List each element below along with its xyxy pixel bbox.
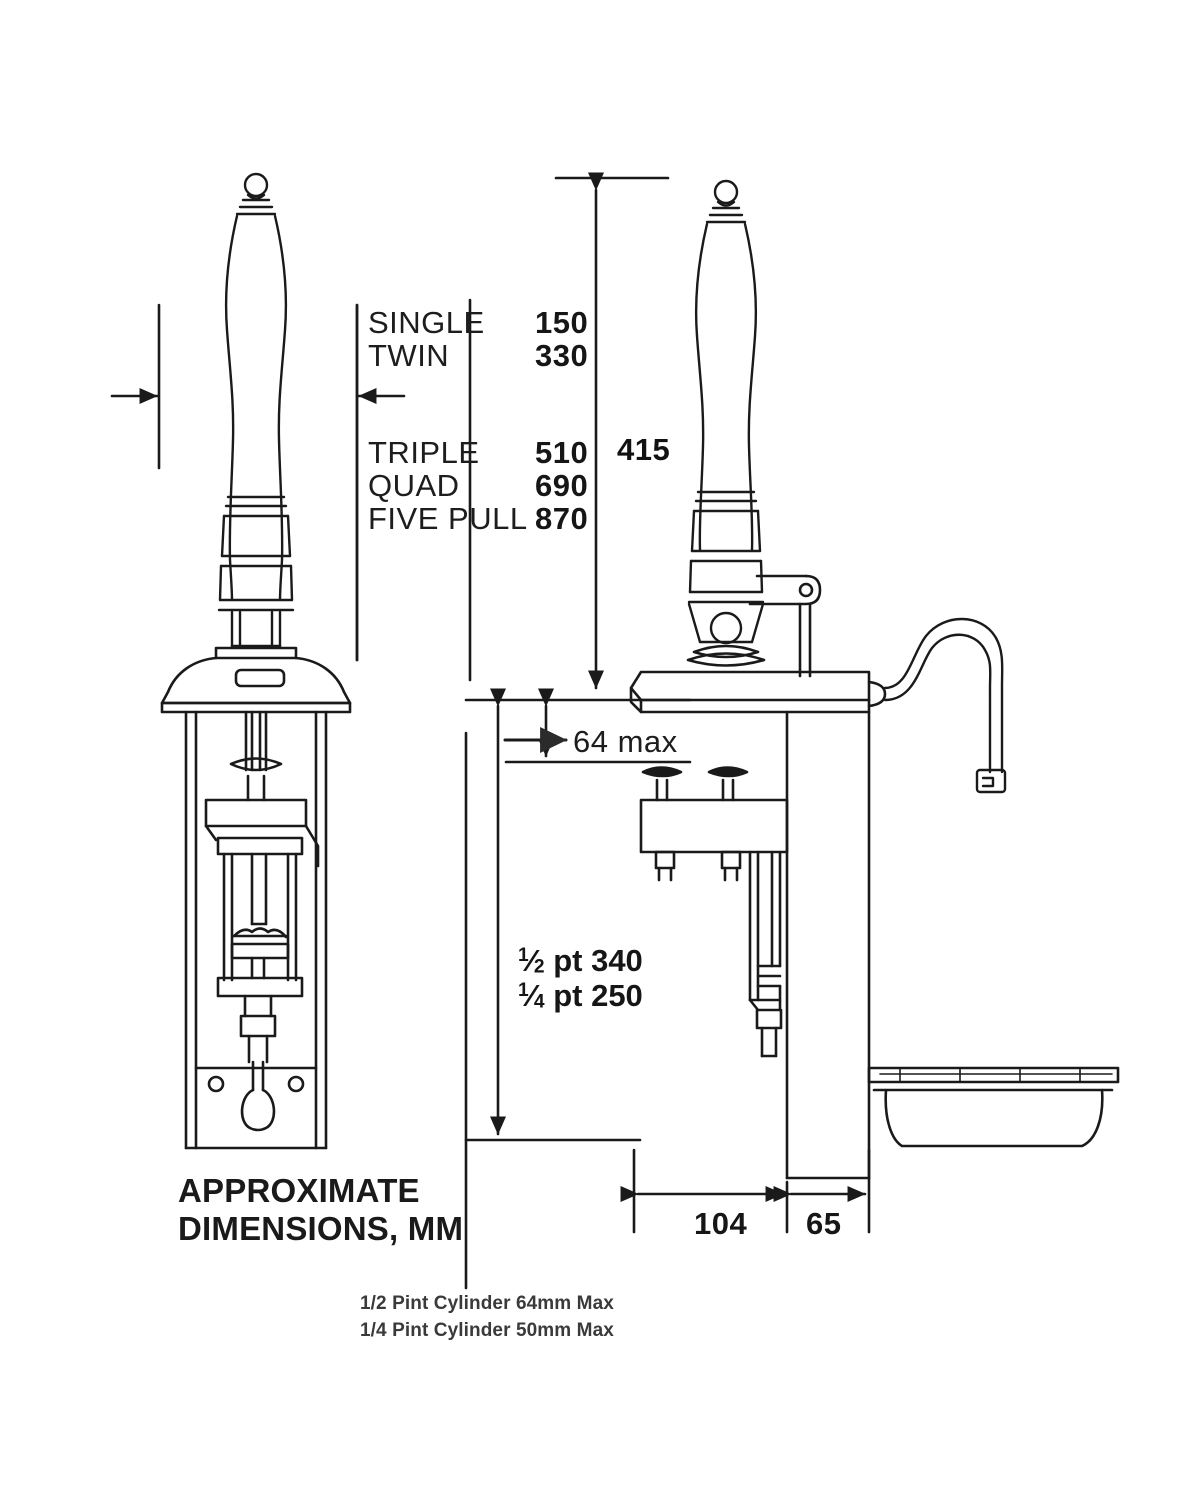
height-label-twin: TWIN — [368, 338, 450, 373]
right-pump-pedestal-column — [785, 710, 871, 1180]
half-pint-unit: pt — [553, 943, 583, 978]
right-pump-cylinder-body — [748, 850, 783, 1058]
quarter-pint-fraction-numerator: 1 — [518, 980, 529, 1002]
right-pump-base-plate — [629, 644, 887, 714]
height-value-five-pull: 870 — [535, 501, 589, 536]
left-pump-handle — [217, 172, 295, 650]
quarter-pint-fraction-denominator: 4 — [533, 991, 545, 1013]
right-pump-handle — [687, 179, 765, 645]
right-pump-clamp-bracket — [639, 766, 789, 882]
dimension-depth-front: 104 — [694, 1206, 748, 1241]
height-label-triple: TRIPLE — [368, 435, 480, 470]
left-pump-dome-base — [160, 646, 352, 714]
dimension-overall-height: 415 — [617, 432, 671, 467]
height-value-quad: 690 — [535, 468, 589, 503]
left-pump-cylinder-housing — [184, 710, 328, 1150]
dimension-clearance-64max: 64 max — [573, 724, 678, 759]
height-label-quad: QUAD — [368, 468, 460, 503]
height-label-five-pull: FIVE PULL — [368, 501, 528, 536]
note-quarter-pint-cylinder: 1/4 Pint Cylinder 50mm Max — [360, 1320, 614, 1341]
height-value-single: 150 — [535, 305, 589, 340]
height-value-triple: 510 — [535, 435, 589, 470]
swan-neck-spout — [883, 617, 1007, 794]
overall-height-dimension — [554, 172, 670, 690]
depth-dimensions — [620, 1148, 871, 1234]
half-pint-value: 340 — [591, 943, 643, 978]
stroke-dimension-340-250 — [464, 688, 642, 1142]
half-pint-fraction-denominator: 2 — [533, 956, 545, 978]
height-label-single: SINGLE — [368, 305, 485, 340]
quarter-pint-value: 250 — [591, 978, 643, 1013]
right-pump-linkage-arm — [748, 574, 822, 678]
half-pint-fraction-numerator: 1 — [518, 945, 529, 967]
drawing-caption-line-1: APPROXIMATE — [178, 1172, 420, 1209]
note-half-pint-cylinder: 1/2 Pint Cylinder 64mm Max — [360, 1293, 614, 1314]
quarter-pint-unit: pt — [553, 978, 583, 1013]
dimension-depth-rear: 65 — [806, 1206, 842, 1241]
dimension-half-pint-stroke: 1⁄2 pt 340 — [518, 943, 643, 978]
height-value-twin: 330 — [535, 338, 589, 373]
drip-tray — [867, 1066, 1120, 1148]
drawing-caption-line-2: DIMENSIONS, MM — [178, 1210, 464, 1247]
left-width-dimension — [110, 303, 406, 662]
dimension-quarter-pint-stroke: 1⁄4 pt 250 — [518, 978, 643, 1013]
height-table-brackets — [355, 298, 472, 682]
